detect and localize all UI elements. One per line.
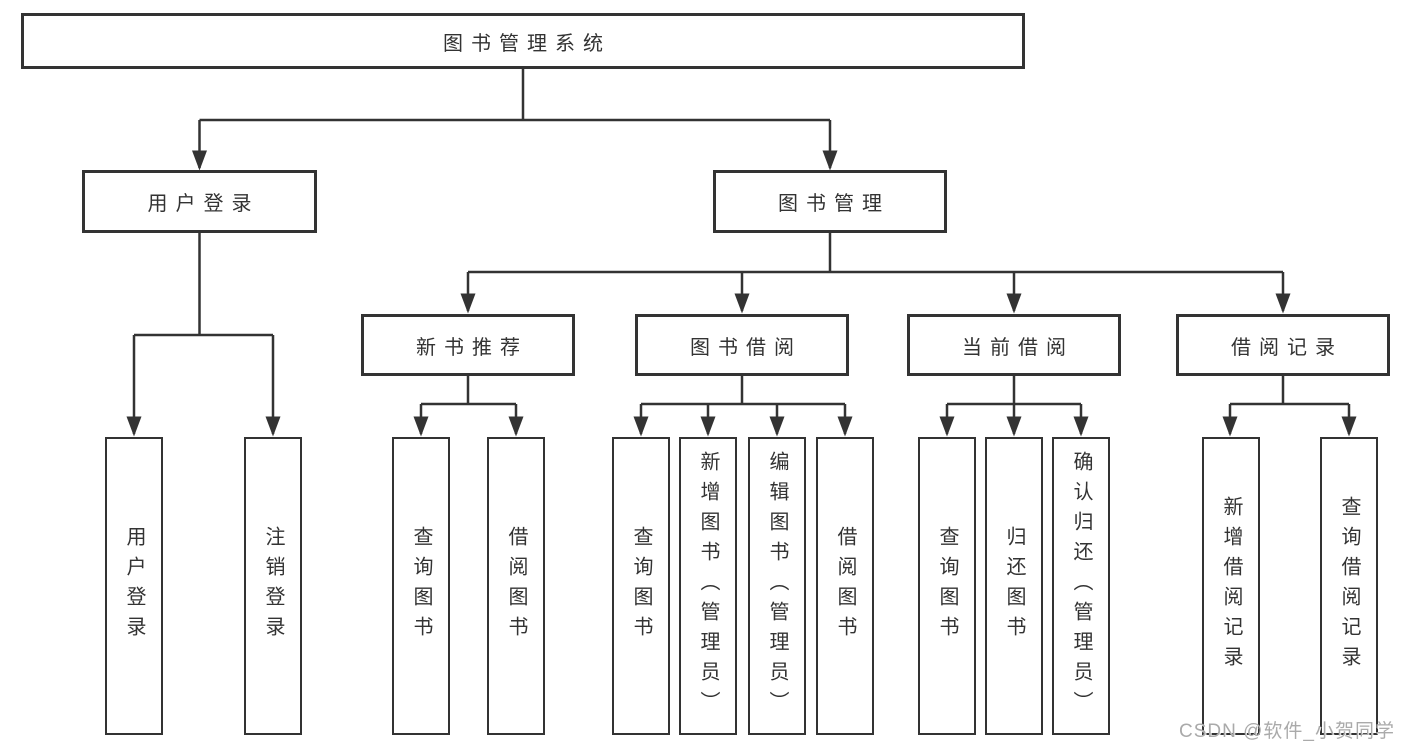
node-bb-query-books: 查询图书 <box>612 437 670 735</box>
node-rec-borrow-books: 借阅图书 <box>487 437 545 735</box>
node-cb-query-books: 查询图书 <box>918 437 976 735</box>
node-book-management: 图书管理 <box>713 170 947 233</box>
node-br-query-borrow-record: 查询借阅记录 <box>1320 437 1378 735</box>
node-bb-borrow-books: 借阅图书 <box>816 437 874 735</box>
node-current-borrowing: 当前借阅 <box>907 314 1121 376</box>
node-br-add-borrow-record: 新增借阅记录 <box>1202 437 1260 735</box>
node-bb-edit-books-admin: 编辑图书（管理员） <box>748 437 806 735</box>
node-new-book-recommendation: 新书推荐 <box>361 314 575 376</box>
node-leaf-logout: 注销登录 <box>244 437 302 735</box>
node-borrowing-records: 借阅记录 <box>1176 314 1390 376</box>
node-cb-confirm-return-admin: 确认归还（管理员） <box>1052 437 1110 735</box>
node-bb-add-books-admin: 新增图书（管理员） <box>679 437 737 735</box>
node-library-management-system: 图书管理系统 <box>21 13 1025 69</box>
csdn-watermark: CSDN @软件_小贺同学 <box>1179 721 1395 742</box>
node-cb-return-books: 归还图书 <box>985 437 1043 735</box>
node-rec-query-books: 查询图书 <box>392 437 450 735</box>
node-user-login: 用户登录 <box>82 170 317 233</box>
node-leaf-user-login: 用户登录 <box>105 437 163 735</box>
node-book-borrowing: 图书借阅 <box>635 314 849 376</box>
